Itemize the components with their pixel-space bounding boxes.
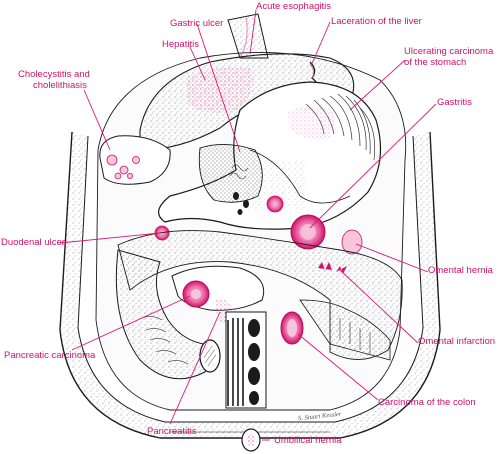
abdominal-wall-fill (60, 132, 440, 438)
label-hepatitis: Hepatitis (162, 39, 199, 50)
label-gastritis: Gastritis (437, 97, 472, 108)
esophagus (227, 13, 269, 59)
duodenum-folds (141, 316, 189, 365)
gallstones (106, 154, 140, 180)
label-gastric-ulcer: Gastric ulcer (170, 18, 224, 29)
gastric-ulcer-spots (233, 192, 249, 215)
label-omental-infarction: Omental infarction (418, 336, 496, 347)
ulcer-texture (229, 164, 249, 180)
label-acute-esophagitis: Acute esophagitis (256, 1, 331, 12)
duodenum (115, 249, 216, 380)
gastritis-area (288, 105, 335, 140)
label-carcinoma-of-the-colon: Carcinoma of the colon (378, 397, 476, 408)
spine-stripes (227, 318, 244, 406)
gastric-ulcer-lesion (266, 195, 284, 213)
label-pancreatitis: Pancreatitis (147, 426, 197, 437)
label-ulcerating-carcinoma-line2: of the stomach (404, 57, 467, 68)
label-cholecystitis-line2: cholelithiasis (33, 80, 87, 91)
label-pancreatic-carcinoma: Pancreatic carcinoma (4, 350, 96, 361)
label-umbilical-hernia: Umbilical hernia (274, 435, 342, 446)
omental-infarction-marks (318, 262, 347, 274)
vertebrae (248, 319, 260, 405)
lesser-sac-view (198, 144, 263, 203)
leader-lines (59, 9, 437, 441)
spine-column (225, 311, 267, 409)
descending-colon (299, 299, 391, 361)
label-ulcerating-carcinoma-line1: Ulcerating carcinoma (404, 46, 494, 57)
label-cholecystitis-line1: Cholecystitis and (18, 69, 90, 80)
label-laceration-of-the-liver: Laceration of the liver (331, 16, 422, 27)
label-duodenal-ulcer: Duodenal ulcer (1, 237, 65, 248)
label-omental-hernia: Omental hernia (428, 265, 493, 276)
